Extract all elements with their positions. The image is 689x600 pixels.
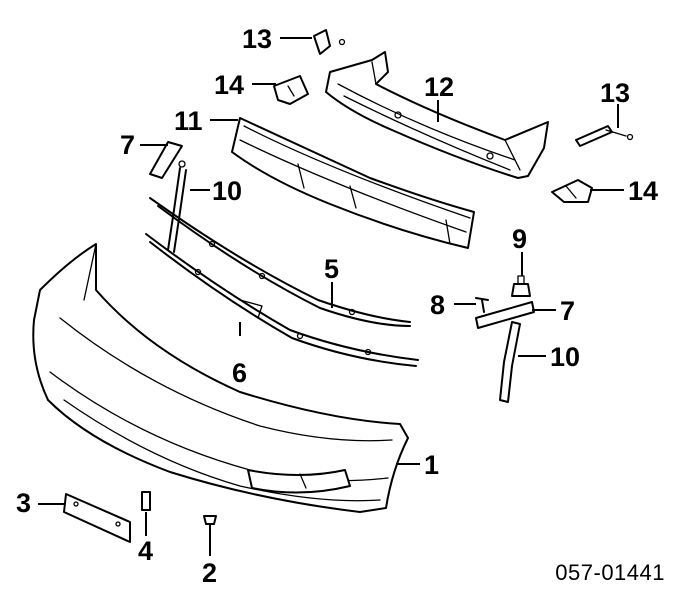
lower-retainer-part (145, 233, 419, 367)
small-clip-part (141, 491, 151, 511)
callout-10-left: 10 (212, 176, 243, 206)
license-bracket-part (63, 493, 131, 543)
screw-part (475, 297, 489, 313)
mount-bracket-right-part (575, 125, 634, 147)
mount-bracket-top-part (313, 29, 346, 55)
leader-lines (38, 37, 624, 556)
callout-7-left: 7 (120, 130, 136, 160)
callout-11: 11 (174, 106, 203, 136)
callout-3: 3 (16, 488, 32, 518)
callout-1: 1 (424, 450, 440, 480)
mount-plate-top-part (273, 75, 309, 105)
bumper-cover-part (32, 243, 409, 513)
callout-14-right: 14 (628, 176, 659, 206)
side-bracket-right-part (475, 301, 535, 329)
nut-part (511, 275, 531, 297)
callout-7-right: 7 (560, 296, 576, 326)
callout-2: 2 (202, 558, 218, 588)
callout-12: 12 (424, 72, 455, 102)
side-bracket-left-part (149, 141, 183, 179)
callout-6: 6 (232, 358, 248, 388)
callout-4: 4 (138, 536, 154, 566)
side-strip-right-part (499, 321, 521, 403)
callout-8: 8 (430, 290, 446, 320)
callout-10-right: 10 (550, 342, 581, 372)
diagram-code: 057-01441 (555, 560, 665, 585)
callout-13-right: 13 (600, 78, 631, 108)
energy-absorber-part (231, 117, 475, 249)
callout-14-top: 14 (214, 70, 245, 100)
callout-13-top: 13 (242, 24, 273, 54)
side-strip-left-part (167, 160, 187, 253)
upper-retainer-part (149, 197, 411, 327)
mount-plate-right-part (551, 179, 593, 203)
callout-5: 5 (324, 254, 340, 284)
callout-9: 9 (512, 224, 528, 254)
push-clip-part (203, 515, 217, 541)
